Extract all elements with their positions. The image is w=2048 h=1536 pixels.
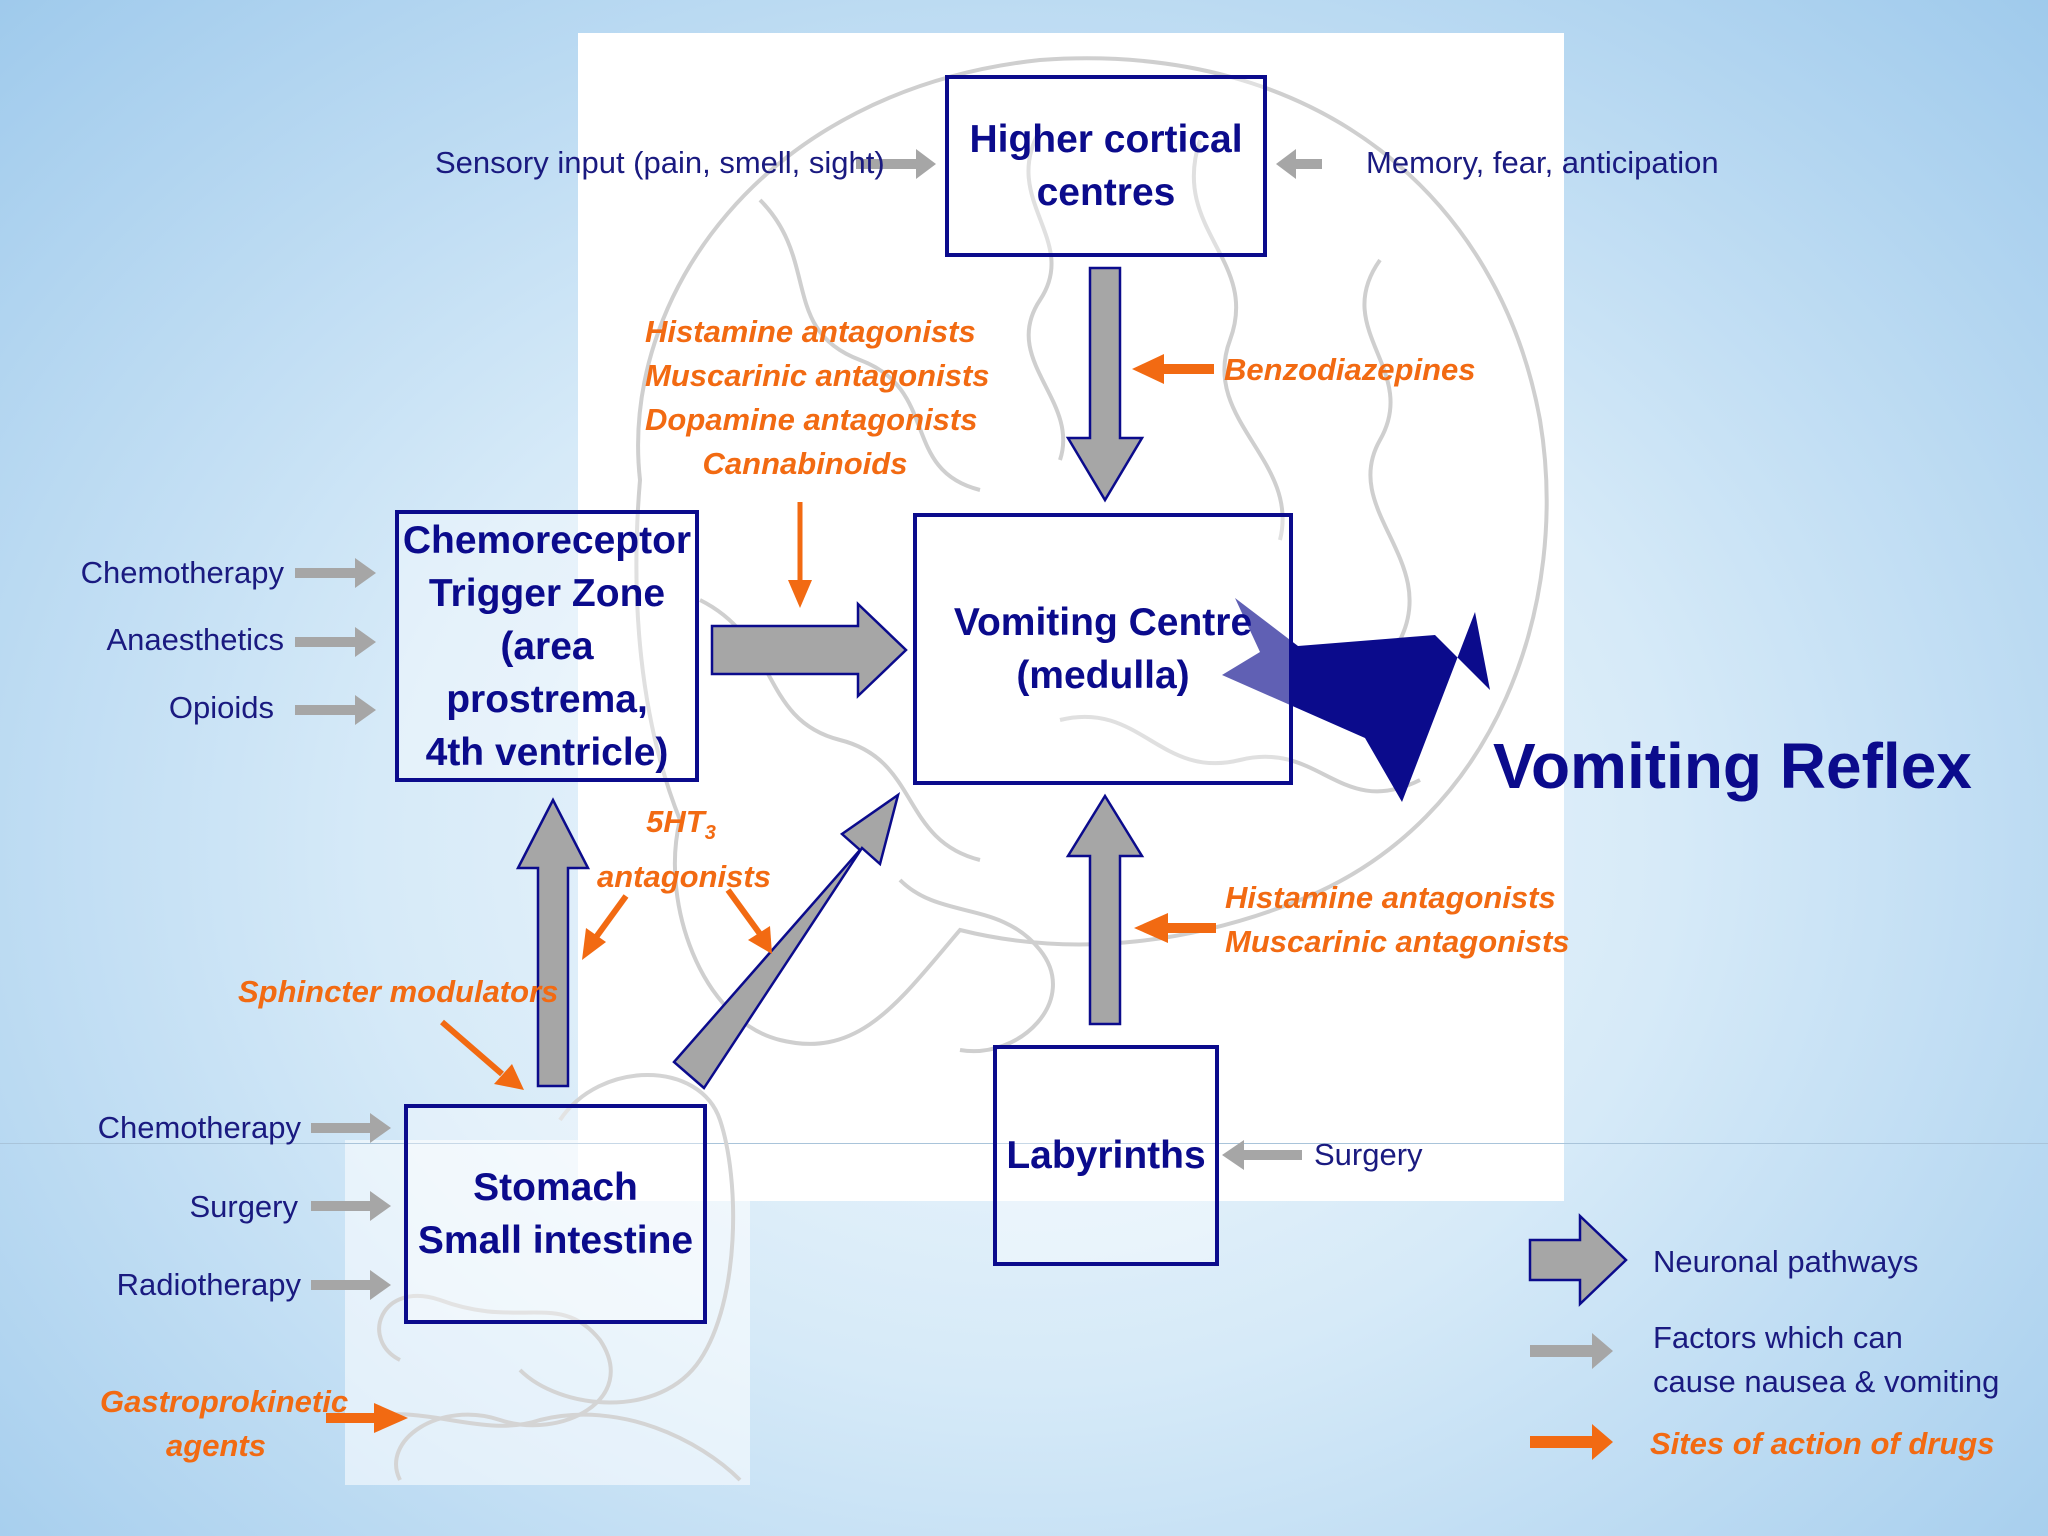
labyrinths-box: Labyrinths	[993, 1045, 1219, 1266]
ctz-factor-arrow-3	[295, 695, 376, 725]
stomach-to-ctz-arrow	[515, 797, 591, 1088]
benzodiazepines-label: Benzodiazepines	[1224, 352, 1476, 387]
labyrinths-factor-arrow	[1222, 1140, 1302, 1170]
stomach-factor-arrow-2	[311, 1191, 391, 1221]
stomach-factor-arrow-3	[311, 1270, 391, 1300]
ht3-arrow-right	[748, 926, 772, 954]
labyrinths-to-vc-arrow	[1065, 793, 1145, 1026]
sphincter-arrow	[494, 1064, 524, 1090]
memory-label: Memory, fear, anticipation	[1366, 145, 1719, 180]
benzodiazepines-arrow	[1132, 354, 1164, 384]
brain-illustration	[634, 56, 1549, 1054]
labyrinth-drugs-arrow	[1134, 913, 1168, 943]
stomach-to-vc-arrow	[672, 792, 901, 1090]
legend-drug-icon	[1530, 1424, 1613, 1460]
labyrinth-drug-list: Histamine antagonists Muscarinic antagon…	[1225, 880, 1570, 959]
higher-cortical-centres-box: Higher cortical centres	[945, 75, 1267, 257]
stomach-factor-surgery: Surgery	[189, 1189, 298, 1224]
stomach-factor-chemotherapy: Chemotherapy	[97, 1110, 301, 1145]
gastroprokinetic-agents-label: Gastroprokinetic agents	[100, 1384, 349, 1463]
ctz-factor-anaesthetics: Anaesthetics	[106, 622, 285, 657]
stomach-factor-arrow-1	[311, 1113, 391, 1143]
gut-illustration	[359, 1073, 742, 1482]
sensory-input-arrow	[856, 149, 936, 179]
ctz-factor-arrow-1	[295, 558, 376, 588]
stomach-small-intestine-box: Stomach Small intestine	[404, 1104, 707, 1324]
stomach-factor-radiotherapy: Radiotherapy	[116, 1267, 301, 1302]
legend-factors-label: Factors which can cause nausea & vomitin…	[1653, 1320, 2000, 1399]
ctz-to-vc-arrow	[710, 601, 908, 699]
ht3-arrow-left	[582, 928, 606, 960]
ctz-factor-opioids: Opioids	[168, 690, 274, 725]
ctz-factor-arrow-2	[295, 627, 376, 657]
background-divider	[0, 1143, 2048, 1144]
ht3-subscript: 3	[704, 822, 716, 845]
legend-drugs-label: Sites of action of drugs	[1650, 1426, 1995, 1461]
memory-arrow	[1276, 149, 1322, 179]
labyrinths-factor-surgery: Surgery	[1314, 1137, 1423, 1172]
legend-factor-icon	[1530, 1333, 1613, 1369]
legend-neuronal-label: Neuronal pathways	[1653, 1244, 1919, 1279]
cortical-to-vc-arrow	[1065, 266, 1145, 503]
vomiting-centre-box: Vomiting Centre (medulla)	[913, 513, 1293, 785]
legend-neuronal-icon	[1528, 1213, 1628, 1307]
ht3-name: 5HT	[646, 804, 705, 839]
ctz-drugs-arrow	[788, 580, 812, 608]
ht3-antagonists-label: 5HT3 antagonists	[597, 804, 771, 895]
vomiting-reflex-label: Vomiting Reflex	[1493, 730, 1972, 802]
sphincter-modulators-label: Sphincter modulators	[238, 974, 559, 1009]
sensory-input-label: Sensory input (pain, smell, sight)	[435, 145, 885, 180]
ctz-factor-chemotherapy: Chemotherapy	[80, 555, 284, 590]
gastro-arrow	[374, 1403, 408, 1433]
chemoreceptor-trigger-zone-box: Chemoreceptor Trigger Zone (area prostre…	[395, 510, 699, 782]
ctz-drug-list: Histamine antagonists Muscarinic antagon…	[645, 314, 990, 481]
